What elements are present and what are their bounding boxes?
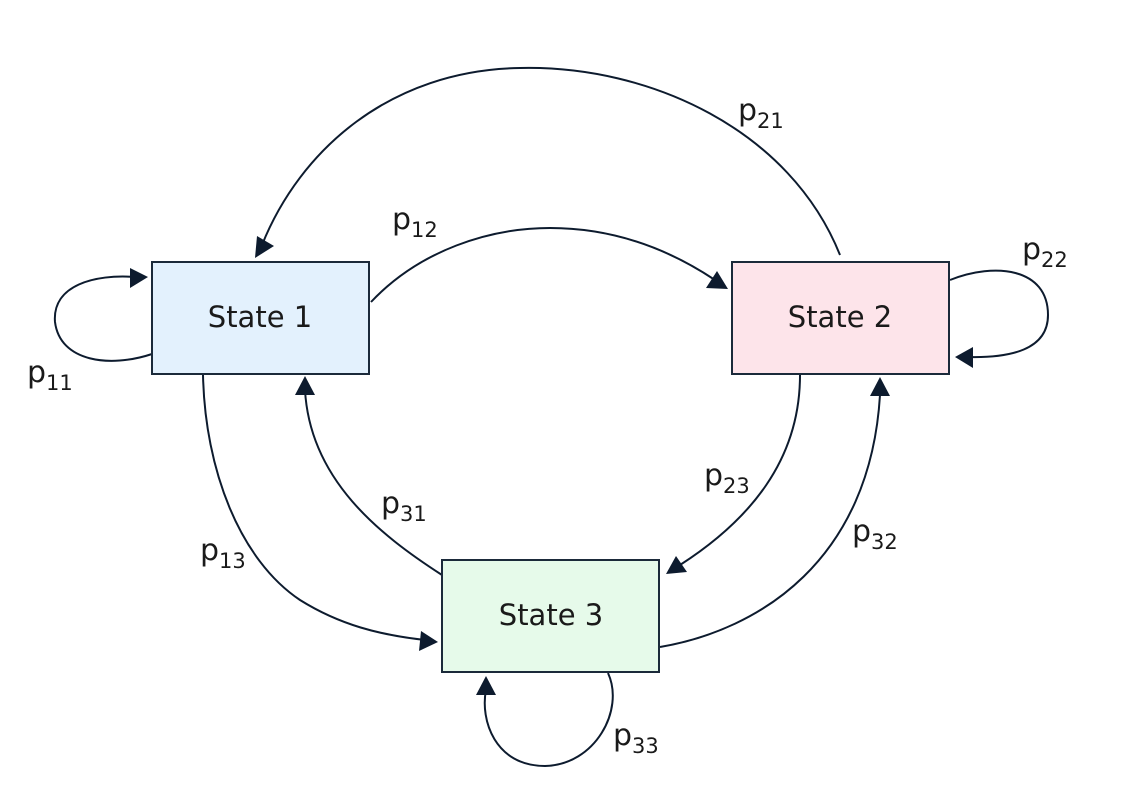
- state-1-label: State 1: [208, 300, 312, 334]
- edge-p32: [659, 394, 881, 648]
- arrowhead-p21: [255, 236, 274, 258]
- edge-p22: [949, 269, 1050, 359]
- arrowhead-p12: [706, 271, 728, 289]
- arrowhead-p32: [870, 377, 890, 396]
- label-p22: p22: [1022, 232, 1068, 272]
- state-node-1[interactable]: State 1: [151, 261, 370, 375]
- state-3-box: [441, 559, 660, 673]
- label-p23: p23: [704, 458, 750, 498]
- state-node-2[interactable]: State 2: [731, 261, 950, 375]
- arrowhead-p11: [130, 268, 148, 288]
- state-2-label: State 2: [788, 300, 892, 334]
- state-3-label: State 3: [499, 598, 603, 632]
- label-p21: p21: [738, 93, 784, 133]
- label-p32: p32: [852, 514, 898, 554]
- edge-p21: [261, 66, 841, 256]
- edge-p31: [304, 389, 443, 576]
- state-2-box: [731, 261, 950, 375]
- label-p31: p31: [381, 486, 427, 526]
- edge-p23: [679, 374, 801, 566]
- edge-p11: [53, 275, 153, 362]
- label-p11: p11: [27, 355, 73, 395]
- label-p13: p13: [200, 533, 246, 573]
- arrowhead-p31: [295, 376, 315, 395]
- arrowhead-p22: [955, 347, 973, 368]
- arrowhead-p23: [666, 556, 687, 574]
- label-p12: p12: [392, 202, 438, 242]
- state-1-box: [151, 261, 370, 375]
- label-p33: p33: [613, 718, 659, 758]
- edge-p12: [370, 226, 716, 303]
- edge-p33: [483, 672, 614, 768]
- arrowhead-p33: [476, 676, 496, 695]
- arrowhead-p13: [419, 631, 438, 651]
- edge-p13: [202, 374, 426, 641]
- state-node-3[interactable]: State 3: [441, 559, 660, 673]
